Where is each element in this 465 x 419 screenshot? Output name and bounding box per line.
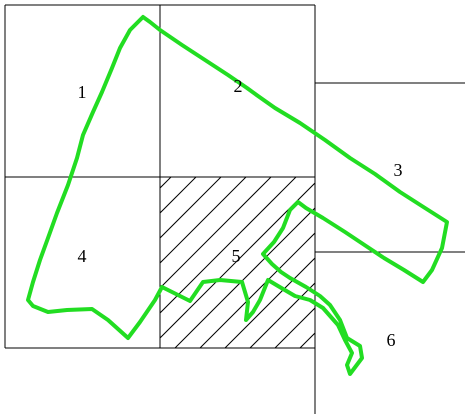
cell-label-4: 4: [78, 246, 87, 266]
hatch-line: [174, 207, 315, 348]
hatch-line: [224, 257, 315, 348]
cell-label-2: 2: [234, 76, 243, 96]
hatch-line: [299, 332, 315, 348]
cell-label-3: 3: [394, 160, 403, 180]
hatch-line: [160, 177, 297, 314]
grid-lines: [4, 4, 465, 414]
hatch-line: [160, 177, 197, 214]
cell-label-6: 6: [387, 330, 396, 350]
cell-label-1: 1: [78, 82, 87, 102]
hatch-line: [160, 177, 222, 239]
hatch-line: [160, 177, 272, 289]
boundary-path: [26, 15, 449, 376]
hatch-line: [199, 232, 315, 348]
cell-label-5: 5: [232, 246, 241, 266]
hatch-line: [249, 282, 315, 348]
hatch-line: [274, 307, 315, 348]
